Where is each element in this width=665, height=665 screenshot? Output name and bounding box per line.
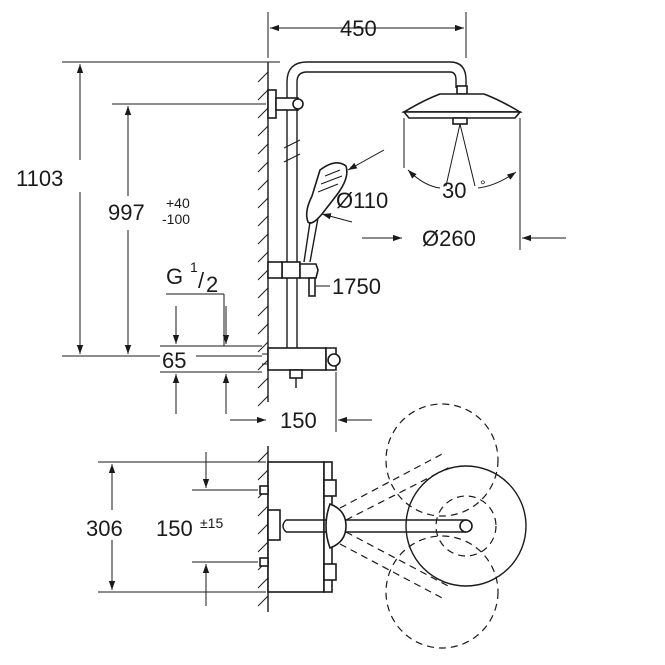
mixer-top — [259, 461, 337, 593]
dim-tilt-label: 30 — [442, 178, 466, 203]
dim-450-label: 450 — [340, 16, 377, 41]
dim-1103-label: 1103 — [16, 166, 63, 191]
dim-tilt: 30 ° — [407, 169, 517, 203]
dim-150-bottom-tol: ±15 — [200, 515, 223, 531]
dim-thread: G 1 / 2 — [166, 259, 225, 346]
dim-150-15: 150 ±15 — [152, 452, 258, 606]
head-shower-side — [401, 85, 523, 250]
dim-450: 450 — [267, 12, 467, 58]
wall-hatching-bottom — [257, 451, 269, 607]
dim-150-side-label: 150 — [280, 408, 317, 433]
wall-bottom — [257, 446, 269, 612]
head-shower-swivel-ghosts — [339, 403, 499, 649]
wall-hatching-top — [257, 71, 269, 407]
thread-denominator: 2 — [206, 272, 218, 297]
dim-hand-dia-label: Ø110 — [336, 188, 388, 213]
dim-tilt-unit: ° — [480, 177, 486, 193]
dim-150-bottom-label: 150 — [156, 516, 193, 541]
thread-separator: / — [198, 268, 205, 293]
dim-head-dia-label: Ø260 — [422, 226, 476, 251]
dim-306: 306 — [80, 461, 266, 593]
dim-997-label: 997 — [108, 200, 145, 225]
dim-997-tol-minus: -100 — [162, 211, 190, 227]
dim-hand-dia: Ø110 — [321, 149, 388, 223]
dim-997-tol-plus: +40 — [166, 195, 190, 211]
thread-numerator: 1 — [190, 259, 198, 275]
dim-head-dia: Ø260 — [362, 226, 566, 251]
dim-1750: 1750 — [316, 274, 381, 299]
dim-65-label: 65 — [162, 348, 186, 373]
head-shower-top — [282, 465, 527, 587]
dim-1103: 1103 — [10, 61, 280, 357]
shower-riser — [267, 61, 467, 350]
thread-g-label: G — [166, 264, 183, 289]
dim-65: 65 — [160, 306, 262, 414]
dim-997: 997 +40 -100 — [104, 103, 266, 354]
dim-306-label: 306 — [86, 516, 123, 541]
mixer-side — [262, 347, 341, 388]
dim-1750-label: 1750 — [332, 274, 381, 299]
dim-150-side: 150 — [230, 372, 372, 433]
